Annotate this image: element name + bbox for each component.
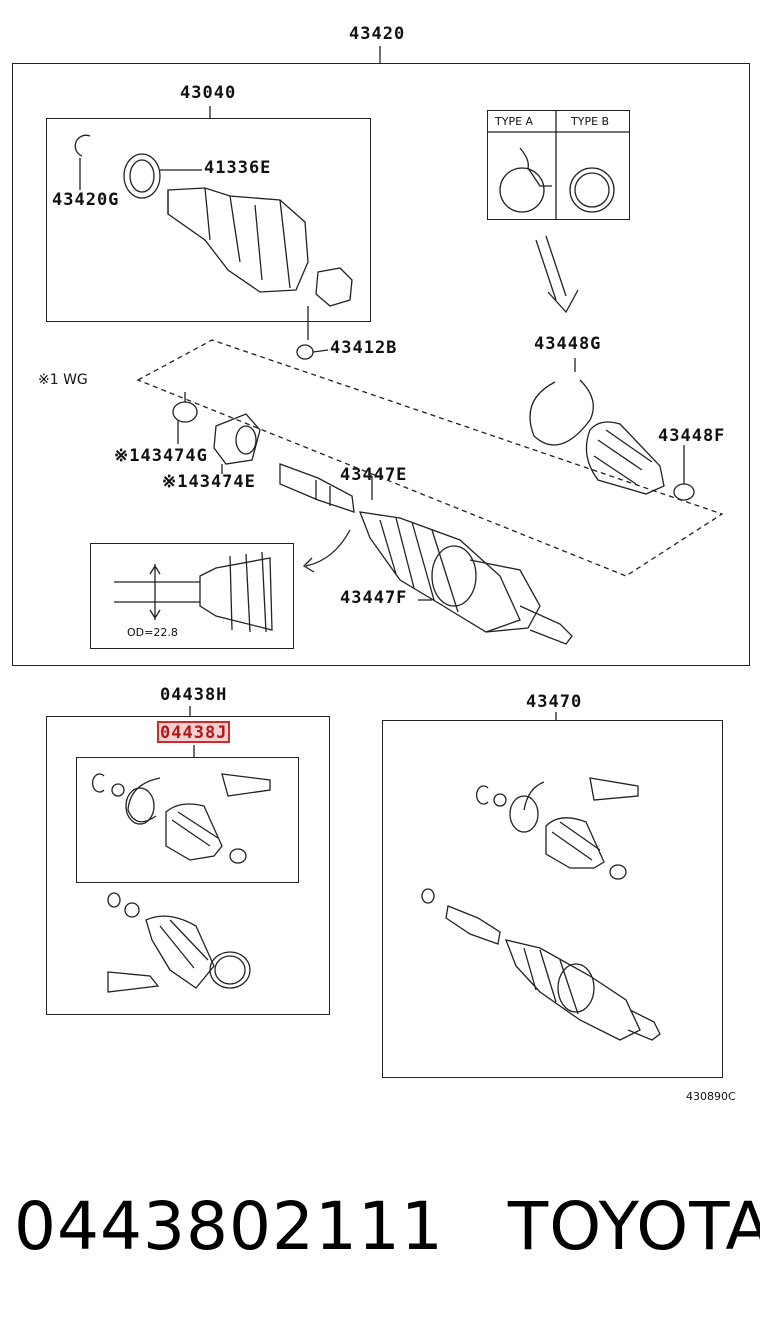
- footer-part-number: 0443802111 TOYOTA: [14, 1188, 760, 1265]
- label-43470[interactable]: 43470: [526, 692, 583, 712]
- label-04438H[interactable]: 04438H: [160, 685, 228, 705]
- part-number: 0443802111: [14, 1188, 444, 1265]
- highlight-04438J: [157, 721, 230, 743]
- figure-code: 430890C: [686, 1090, 736, 1103]
- kit-box-04438H: [46, 716, 330, 1015]
- label-type-b: TYPE B: [571, 115, 610, 128]
- label-43474E[interactable]: ※143474E: [162, 472, 256, 492]
- label-type-a: TYPE A: [495, 115, 534, 128]
- label-43412B[interactable]: 43412B: [330, 338, 398, 358]
- assembly-box-43470: [382, 720, 723, 1078]
- label-43420G[interactable]: 43420G: [52, 190, 120, 210]
- band-type-box: [487, 110, 630, 220]
- label-43448G[interactable]: 43448G: [534, 334, 602, 354]
- label-43040[interactable]: 43040: [180, 83, 237, 103]
- label-41336E[interactable]: 41336E: [204, 158, 272, 178]
- label-04438J[interactable]: 04438J: [160, 723, 228, 743]
- inboard-joint-box: [46, 118, 371, 322]
- label-43448F[interactable]: 43448F: [658, 426, 726, 446]
- label-43420[interactable]: 43420: [349, 24, 406, 44]
- kit-box-04438J: [76, 757, 299, 883]
- brand-name: TOYOTA: [507, 1188, 760, 1265]
- label-od: OD=22.8: [127, 626, 178, 639]
- assembly-frame-43420: [12, 63, 750, 666]
- od-detail-box: [90, 543, 294, 649]
- label-43474G[interactable]: ※143474G: [114, 446, 208, 466]
- note-wg: ※1 WG: [38, 372, 88, 388]
- label-43447F[interactable]: 43447F: [340, 588, 408, 608]
